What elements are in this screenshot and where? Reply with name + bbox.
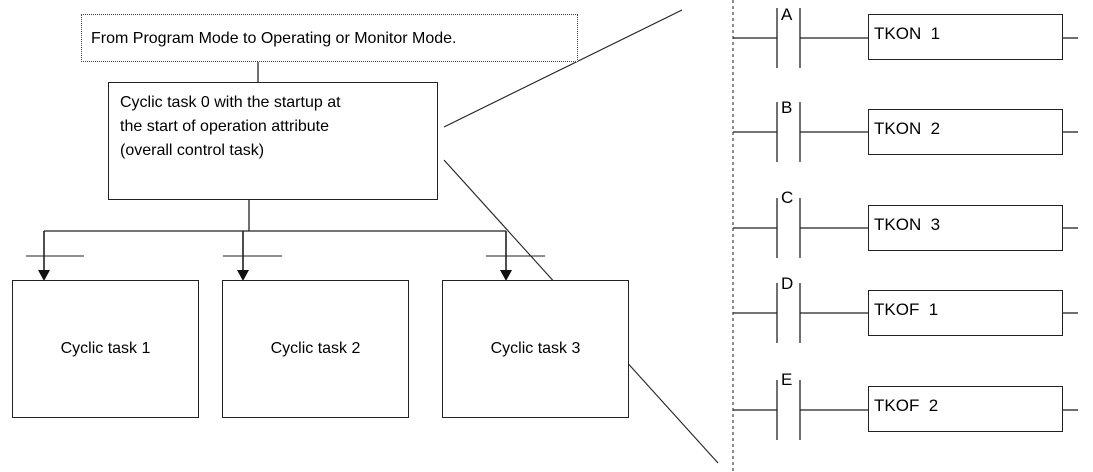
contact-label-b: B	[781, 98, 793, 117]
instruction-box-4: TKOF 1	[868, 290, 1063, 336]
zoom-guide-upper	[443, 9, 683, 128]
instruction-box-2: TKON 2	[868, 109, 1063, 155]
instruction-box-5: TKOF 2	[868, 386, 1063, 432]
task0-line-1: Cyclic task 0 with the startup at	[120, 94, 341, 111]
ladder-rung-c	[733, 198, 1078, 258]
program-mode-box: From Program Mode to Operating or Monito…	[81, 14, 578, 62]
cyclic-task-3-label: Cyclic task 3	[490, 340, 581, 357]
task0-line-2: the start of operation attribute	[120, 118, 330, 135]
cyclic-task-0-box: Cyclic task 0 with the startup at the st…	[108, 82, 438, 200]
contact-label-e: E	[781, 370, 793, 389]
arrow-to-task1	[26, 231, 84, 274]
cyclic-task-2-box: Cyclic task 2	[222, 280, 409, 418]
instruction-box-1: TKON 1	[868, 14, 1063, 60]
instruction-box-3: TKON 3	[868, 205, 1063, 251]
cyclic-task-1-label: Cyclic task 1	[60, 340, 151, 357]
arrow-head-task1	[38, 270, 50, 281]
ladder-rung-b	[733, 102, 1078, 162]
arrow-head-task3	[500, 270, 512, 281]
cyclic-task-3-box: Cyclic task 3	[442, 280, 629, 418]
contact-label-d: D	[781, 274, 794, 293]
cyclic-task-1-box: Cyclic task 1	[12, 280, 199, 418]
contact-label-a: A	[781, 5, 793, 24]
contact-label-c: C	[781, 188, 794, 207]
ladder-rung-e	[733, 380, 1078, 440]
cyclic-task-2-label: Cyclic task 2	[270, 340, 361, 357]
ladder-rung-d	[733, 283, 1078, 343]
ladder-rung-a	[733, 8, 1078, 68]
arrow-to-task2	[223, 231, 282, 274]
arrow-head-task2	[237, 270, 249, 281]
program-mode-text: From Program Mode to Operating or Monito…	[91, 30, 457, 47]
arrow-to-task3	[486, 231, 545, 274]
task0-line-3: (overall control task)	[120, 142, 265, 159]
